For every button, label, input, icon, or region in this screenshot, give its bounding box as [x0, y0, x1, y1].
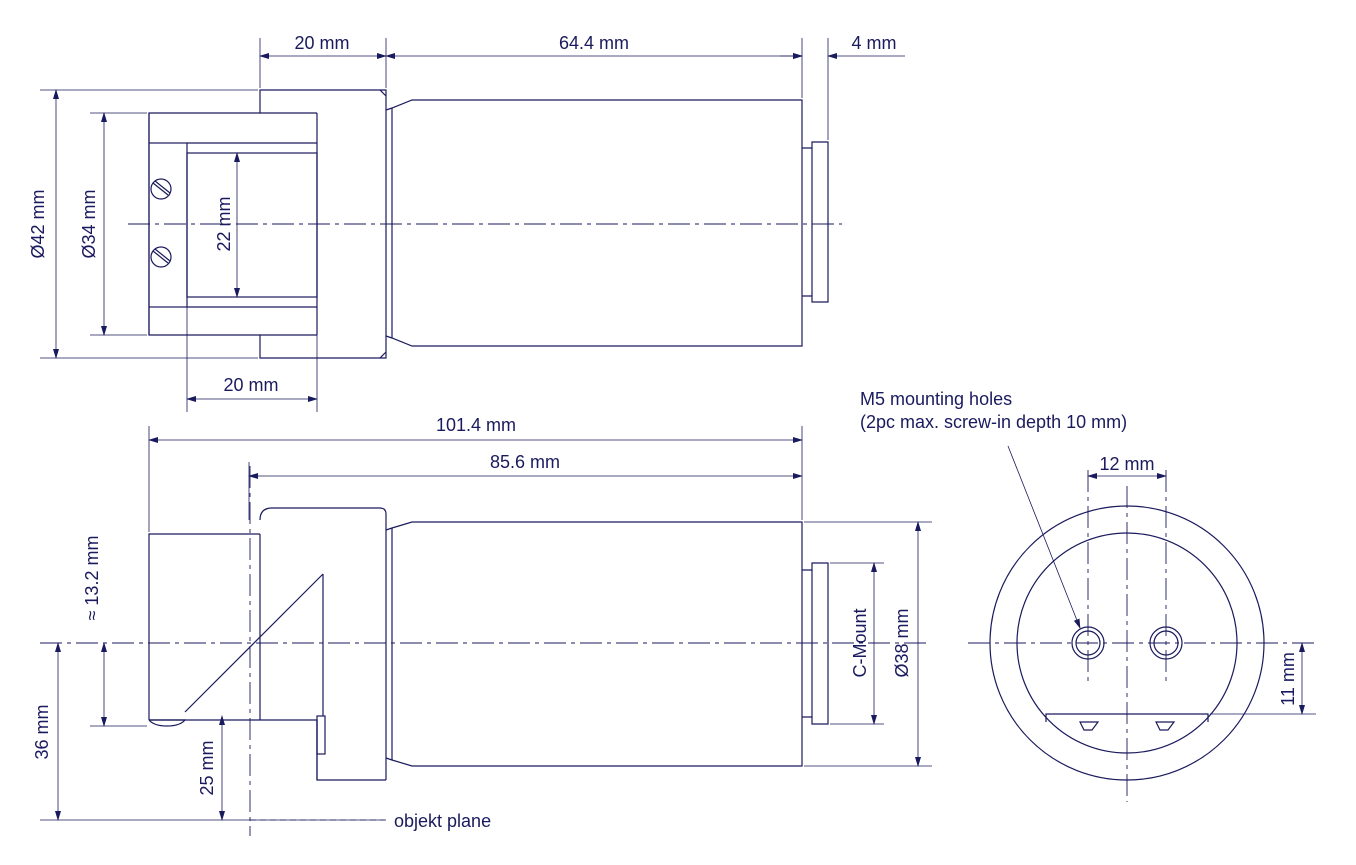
dim-20-top: 20 mm [294, 33, 349, 53]
dim-64-4: 64.4 mm [559, 33, 629, 53]
dim-approx-13-2: ≈ 13.2 mm [82, 536, 102, 621]
dim-36: 36 mm [32, 704, 52, 759]
dim-20-bottom: 20 mm [223, 375, 278, 395]
dim-12: 12 mm [1099, 454, 1154, 474]
front-view [968, 445, 1316, 802]
dim-22: 22 mm [214, 196, 234, 251]
objekt-plane-label: objekt plane [394, 811, 491, 831]
mounting-holes-label: M5 mounting holes [860, 389, 1012, 409]
dim-4: 4 mm [852, 33, 897, 53]
dim-c-mount: C-Mount [850, 608, 870, 677]
dim-25: 25 mm [197, 740, 217, 795]
dim-dia-42: Ø42 mm [28, 189, 48, 258]
dim-dia-34: Ø34 mm [79, 189, 99, 258]
side-view [40, 426, 932, 836]
mounting-holes-note: (2pc max. screw-in depth 10 mm) [860, 412, 1127, 432]
dim-dia-38: Ø38 mm [892, 608, 912, 677]
top-view [40, 38, 905, 412]
dim-11: 11 mm [1278, 652, 1298, 706]
dim-101-4: 101.4 mm [436, 415, 516, 435]
dim-85-6: 85.6 mm [490, 452, 560, 472]
